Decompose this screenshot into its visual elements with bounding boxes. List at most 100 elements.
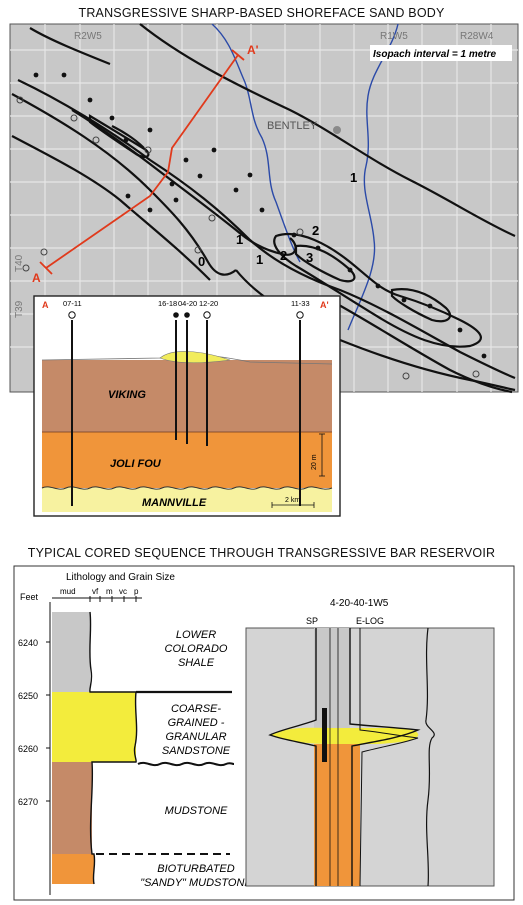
litho-shale	[52, 612, 90, 692]
cross-section-inset: A A' 07-11 16-18 04-20 12-20 11-33 VIKIN…	[33, 295, 341, 517]
grain-size-vf: vf	[92, 587, 99, 596]
core-unit-shale-line3: SHALE	[178, 657, 215, 669]
depth-6270: 6270	[18, 797, 38, 807]
unit-mannville	[42, 486, 332, 512]
well-label-07-11: 07-11	[63, 299, 82, 308]
isopach-contours	[11, 23, 516, 394]
contour-2-ring	[273, 232, 482, 348]
well-label-16-18: 16-18	[158, 299, 177, 308]
inset-end-a-label: A	[42, 300, 49, 310]
unit-label-joli-fou: JOLI FOU	[110, 458, 162, 470]
contour-inner	[111, 125, 145, 149]
log-cored-interval	[322, 708, 327, 762]
unit-label-mannville: MANNVILLE	[142, 497, 207, 509]
litho-sandstone	[52, 692, 136, 762]
township-label-t39: T39	[14, 300, 25, 318]
contour-1-outer	[17, 79, 516, 380]
log-shale-column	[314, 628, 350, 736]
depth-6260: 6260	[18, 744, 38, 754]
core-unit-mudstone-line1: MUDSTONE	[165, 805, 228, 817]
contour-1-north	[139, 23, 516, 238]
contour-southeast	[329, 299, 513, 394]
contour-3	[88, 114, 150, 159]
contour-3b	[294, 244, 356, 283]
core-unit-sandstone-line1: COARSE-	[171, 703, 221, 715]
grain-size-m: m	[106, 587, 113, 596]
river	[347, 23, 399, 331]
log-elog-curve	[349, 628, 421, 886]
core-unit-sandstone-line3: GRANULAR	[165, 731, 226, 743]
lithology-header: Lithology and Grain Size	[66, 572, 175, 583]
town-marker	[333, 126, 341, 134]
cored-sequence: Lithology and Grain Size Feet mud vf m v…	[13, 565, 515, 901]
boundary-sandstone-mudstone	[137, 761, 235, 767]
section-tick-a	[39, 261, 53, 275]
depth-6240: 6240	[18, 638, 38, 648]
contour-label-1b: 1	[350, 170, 357, 185]
log-well-label: 4-20-40-1W5	[330, 598, 389, 609]
contour-label-1a: 1	[256, 252, 263, 267]
contour-label-3: 3	[306, 250, 313, 265]
contour-south	[11, 135, 211, 281]
range-label-r1w5: R1W5	[380, 31, 408, 42]
contour-2	[71, 109, 297, 256]
contour-label-2a: 2	[280, 248, 287, 263]
interval-label: Isopach interval = 1 metre	[373, 49, 497, 60]
mannville-top-wavy	[41, 486, 333, 490]
township-label-t40: T40	[14, 254, 25, 272]
grain-size-p: p	[134, 587, 139, 596]
well-label-12-20: 12-20	[199, 299, 218, 308]
interval-label-box	[370, 45, 512, 61]
unit-label-viking: VIKING	[108, 389, 146, 401]
contour-label-2b: 2	[312, 223, 319, 238]
core-unit-shale-line1: LOWER	[176, 629, 216, 641]
well-12-20-symbol	[203, 311, 211, 319]
wells	[33, 72, 487, 359]
core-unit-sandstone-line4: SANDSTONE	[162, 745, 231, 757]
contour-1-far	[29, 27, 111, 66]
depth-6250: 6250	[18, 691, 38, 701]
town-label: BENTLEY	[267, 120, 318, 132]
map-title: TRANSGRESSIVE SHARP-BASED SHOREFACE SAND…	[78, 6, 445, 20]
contour-0	[11, 93, 237, 276]
section-tick-b	[231, 49, 245, 61]
range-label-r2w5: R2W5	[74, 31, 102, 42]
grain-size-vc: vc	[119, 587, 127, 596]
section-end-b-label: A'	[247, 43, 259, 57]
core-title: TYPICAL CORED SEQUENCE THROUGH TRANSGRES…	[27, 546, 496, 560]
core-unit-sandy-line2: "SANDY" MUDSTONE	[140, 877, 252, 889]
dry-wells	[16, 96, 480, 380]
well-11-33-symbol	[296, 311, 304, 319]
core-unit-sandy-line1: BIOTURBATED	[157, 863, 234, 875]
depth-unit-label: Feet	[20, 592, 39, 602]
well-label-04-20: 04-20	[178, 299, 197, 308]
river	[211, 23, 301, 263]
range-label-r28w4: R28W4	[460, 31, 494, 42]
well-16-18-symbol	[173, 312, 179, 318]
well-07-11-symbol	[68, 311, 76, 319]
log-panel	[245, 627, 495, 887]
section-end-a-label: A	[32, 271, 41, 285]
isopach-map: BENTLEY A A' R2W5 R1W5 R28W4 Isopach int…	[9, 23, 519, 517]
horizontal-scale-label: 2 km	[285, 497, 300, 504]
log-sp-curve	[268, 628, 317, 886]
contour-label-1c: 1	[236, 232, 243, 247]
log-deep-curve	[425, 627, 435, 887]
inset-end-b-label: A'	[320, 300, 329, 310]
core-unit-shale-line2: COLORADO	[165, 643, 228, 655]
section-line	[45, 54, 239, 269]
grain-size-mud: mud	[60, 587, 76, 596]
well-label-11-33: 11-33	[291, 299, 310, 308]
litho-sandy-mudstone	[52, 854, 94, 884]
log-elog-label: E-LOG	[356, 616, 384, 626]
core-unit-sandstone-line2: GRAINED -	[168, 717, 225, 729]
vertical-scale-label: 20 m	[311, 454, 318, 470]
log-elog-curve-2	[359, 628, 419, 887]
well-04-20-symbol	[184, 312, 190, 318]
litho-mudstone	[52, 762, 92, 854]
litho-profile	[89, 611, 138, 885]
contour-label-0: 0	[198, 254, 205, 269]
log-mudstone-column	[314, 744, 360, 886]
log-sp-label: SP	[306, 616, 318, 626]
contour-3c	[390, 288, 452, 323]
